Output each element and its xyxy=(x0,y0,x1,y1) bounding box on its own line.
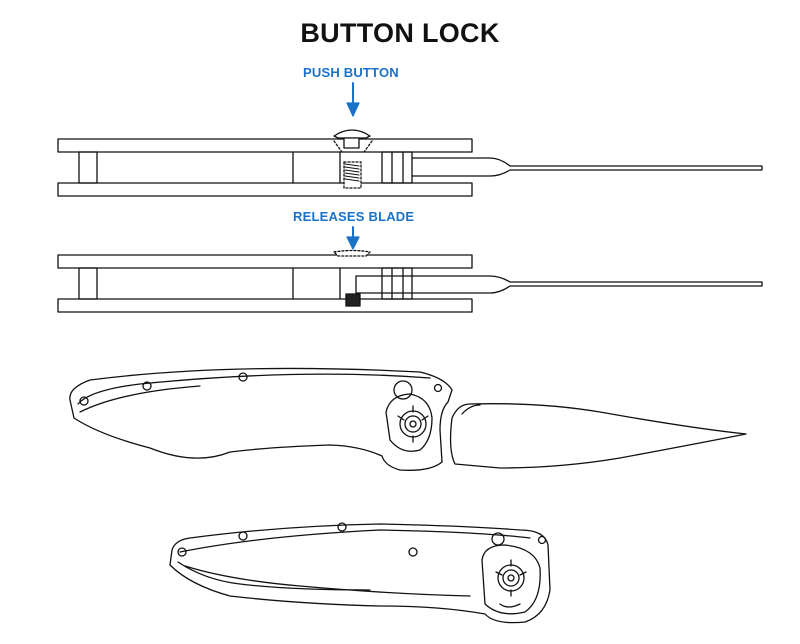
releases-blade-label: RELEASES BLADE xyxy=(293,209,415,224)
cross-section-locked xyxy=(57,129,763,197)
arrow-down-icon xyxy=(346,226,360,250)
push-button-label: PUSH BUTTON xyxy=(303,65,399,80)
diagram-title: BUTTON LOCK xyxy=(300,18,500,48)
knife-closed xyxy=(169,522,551,624)
cross-section-released xyxy=(57,249,763,313)
arrow-down-icon xyxy=(346,82,360,117)
knife-open xyxy=(69,367,747,471)
